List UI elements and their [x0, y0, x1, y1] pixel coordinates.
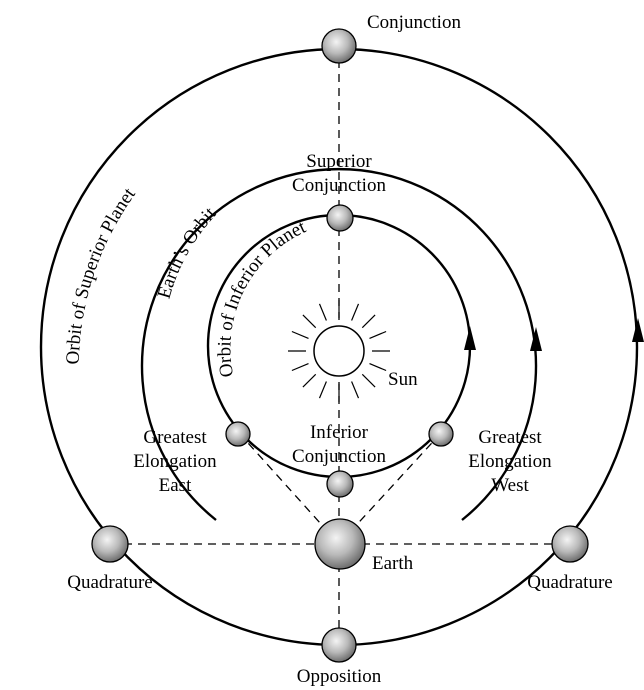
- label-conjunction: Conjunction: [367, 12, 461, 33]
- planet-at-opposition: [321, 627, 357, 663]
- sun-ray: [302, 314, 317, 329]
- sight-line-elongation-west: [338, 432, 442, 545]
- label-earth-orbit: Earth’s Orbit: [154, 203, 221, 301]
- sun-ray: [361, 314, 376, 329]
- sun-ray: [318, 303, 327, 321]
- label-opposition: Opposition: [297, 666, 382, 687]
- sun-ray: [351, 381, 360, 399]
- planet-at-conjunction: [321, 28, 357, 64]
- planet-at-inferior-conjunction: [326, 470, 354, 498]
- label-greatest-elongation-east-line1: Greatest: [143, 427, 207, 448]
- label-inferior-conjunction-line2: Conjunction: [292, 446, 386, 467]
- label-earth: Earth: [372, 553, 414, 574]
- sun-icon: [288, 300, 390, 402]
- earth-orbit: [140, 167, 542, 521]
- planet-at-quadrature-left: [91, 525, 129, 563]
- label-sun: Sun: [388, 369, 418, 390]
- planet-at-greatest-elongation-west: [428, 421, 454, 447]
- orbit-direction-arrow-inferior: [464, 326, 476, 350]
- sun-ray: [291, 330, 309, 339]
- label-superior-conjunction-line2: Conjunction: [292, 175, 386, 196]
- label-greatest-elongation-east-line3: East: [159, 475, 192, 496]
- sun-ray: [369, 363, 387, 372]
- label-greatest-elongation-west-line3: West: [491, 475, 529, 496]
- orbit-direction-arrow-earth: [530, 327, 542, 351]
- sight-line-elongation-east: [238, 432, 340, 545]
- orbit-direction-arrow-superior: [632, 318, 644, 342]
- label-superior-conjunction-line1: Superior: [306, 151, 372, 172]
- sun-ray: [369, 330, 387, 339]
- sun-ray: [302, 373, 317, 388]
- sun-ray: [351, 303, 360, 321]
- label-greatest-elongation-east-line2: Elongation: [133, 451, 217, 472]
- label-inferior-conjunction-line1: Inferior: [310, 422, 369, 443]
- planet-at-quadrature-right: [551, 525, 589, 563]
- planet-at-superior-conjunction: [326, 204, 354, 232]
- label-greatest-elongation-west-line2: Elongation: [468, 451, 552, 472]
- sun-ray: [318, 381, 327, 399]
- label-quadrature-left: Quadrature: [67, 572, 152, 593]
- planet-at-greatest-elongation-east: [225, 421, 251, 447]
- sun-ray: [361, 373, 376, 388]
- sun-ray: [291, 363, 309, 372]
- label-greatest-elongation-west-line1: Greatest: [478, 427, 542, 448]
- label-quadrature-right: Quadrature: [527, 572, 612, 593]
- earth-globe: [314, 518, 366, 570]
